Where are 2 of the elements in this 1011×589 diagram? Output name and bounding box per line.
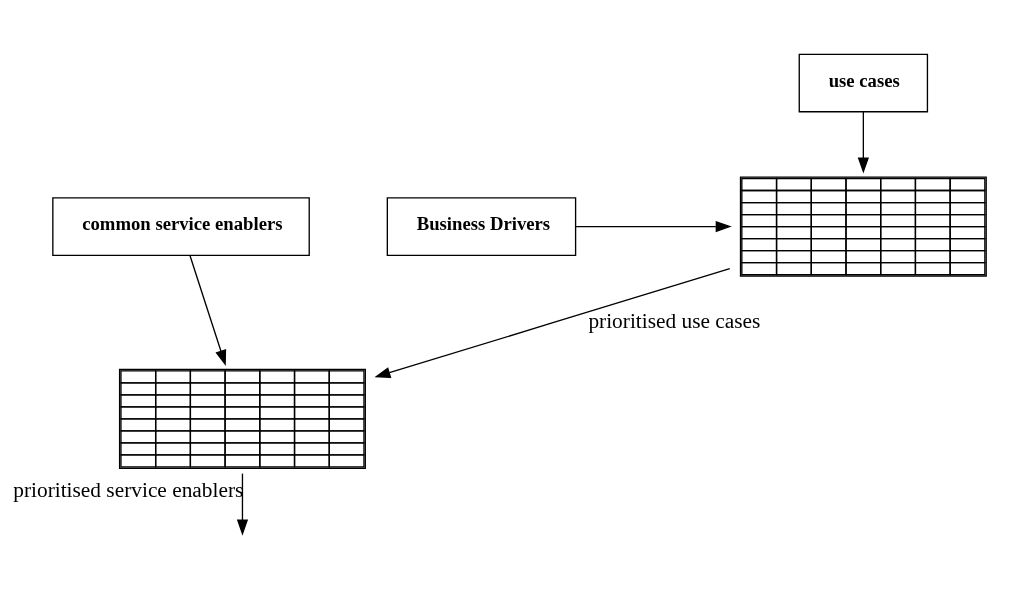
edge-label: prioritised use cases — [588, 308, 761, 333]
edge-label: prioritised service enablers — [13, 478, 244, 503]
